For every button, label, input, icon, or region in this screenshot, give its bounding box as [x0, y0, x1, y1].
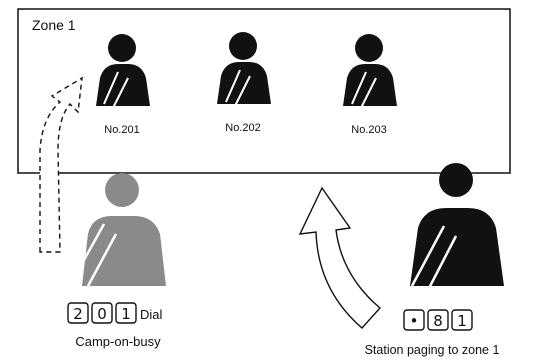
- key-dot: [403, 309, 425, 331]
- key-label: 1: [457, 312, 467, 330]
- caller-left: 2 0 1 Dial Camp-on-busy: [67, 173, 166, 349]
- camp-on-busy-caption: Camp-on-busy: [75, 334, 161, 349]
- key-label: •: [410, 312, 419, 330]
- person-icon: [82, 173, 166, 286]
- station-label: No.203: [351, 124, 386, 136]
- person-icon: [217, 32, 271, 104]
- station-201: No.201: [96, 34, 150, 136]
- person-icon: [410, 163, 504, 286]
- key-label: 0: [97, 305, 107, 323]
- key-2: [67, 302, 89, 324]
- zone-label: Zone 1: [32, 17, 76, 33]
- key-label: 8: [433, 312, 443, 330]
- key-label: 2: [73, 305, 83, 323]
- key-8: [427, 309, 449, 331]
- key-0: [91, 302, 113, 324]
- paging-caption: Station paging to zone 1: [365, 343, 500, 357]
- zone-box: [17, 8, 511, 174]
- station-label: No.202: [225, 122, 260, 134]
- camp-on-busy-arrow: [39, 76, 83, 253]
- station-label: No.201: [104, 124, 139, 136]
- paging-arrow: [298, 186, 382, 329]
- key-label: 1: [121, 305, 131, 323]
- key-1: [115, 302, 137, 324]
- key-1: [451, 309, 473, 331]
- dial-label: Dial: [140, 307, 163, 322]
- person-icon: [343, 34, 397, 106]
- station-202: No.202: [217, 32, 271, 134]
- caller-right: • 8 1 Station paging to zone 1: [365, 163, 504, 357]
- station-203: No.203: [343, 34, 397, 136]
- person-icon: [96, 34, 150, 106]
